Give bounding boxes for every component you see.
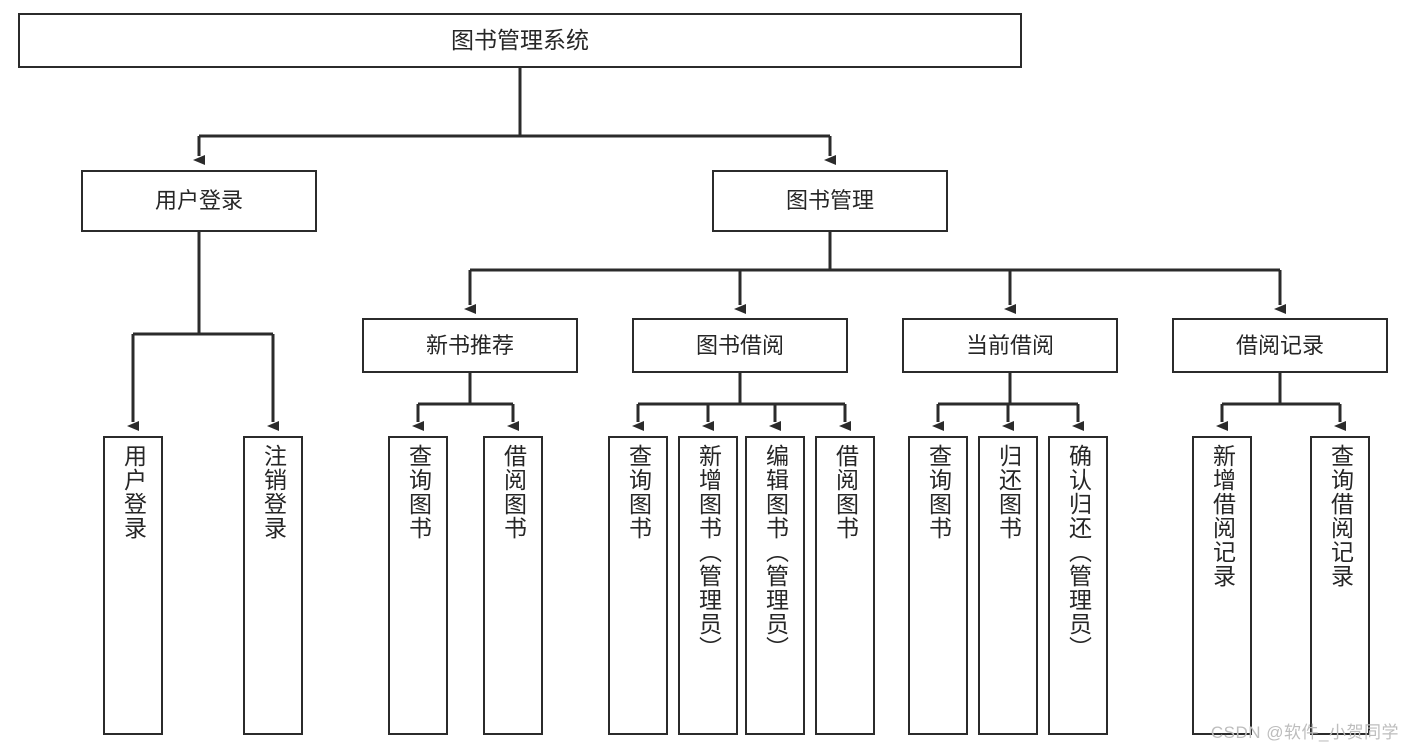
leaf-query-book-current[interactable]: 查询图书	[908, 436, 968, 735]
leaf-query-book-recommend[interactable]: 查询图书	[388, 436, 448, 735]
leaf-return-book[interactable]: 归还图书	[978, 436, 1038, 735]
node-root-system[interactable]: 图书管理系统	[18, 13, 1022, 68]
node-book-management[interactable]: 图书管理	[712, 170, 948, 232]
node-label: 确认归还（管理员）	[1065, 444, 1092, 660]
node-borrow-record[interactable]: 借阅记录	[1172, 318, 1388, 373]
leaf-borrow-book-recommend[interactable]: 借阅图书	[483, 436, 543, 735]
leaf-user-login[interactable]: 用户登录	[103, 436, 163, 735]
leaf-borrow-book[interactable]: 借阅图书	[815, 436, 875, 735]
node-label: 图书管理系统	[451, 26, 589, 53]
leaf-logout-login[interactable]: 注销登录	[243, 436, 303, 735]
leaf-query-book-borrow[interactable]: 查询图书	[608, 436, 668, 735]
node-label: 注销登录	[260, 444, 287, 540]
node-label: 用户登录	[154, 188, 243, 214]
node-label: 新书推荐	[425, 332, 514, 358]
leaf-add-book[interactable]: 新增图书（管理员）	[678, 436, 738, 735]
node-book-borrow[interactable]: 图书借阅	[632, 318, 848, 373]
node-label: 图书借阅	[695, 332, 784, 358]
node-label: 新增图书（管理员）	[695, 444, 722, 660]
node-label: 归还图书	[995, 444, 1022, 540]
node-label: 借阅图书	[500, 444, 527, 540]
node-user-login[interactable]: 用户登录	[81, 170, 317, 232]
node-label: 查询借阅记录	[1327, 444, 1354, 588]
node-label: 新增借阅记录	[1209, 444, 1236, 588]
leaf-confirm-return[interactable]: 确认归还（管理员）	[1048, 436, 1108, 735]
node-label: 借阅记录	[1235, 332, 1324, 358]
node-label: 查询图书	[925, 444, 952, 540]
leaf-query-borrow-record[interactable]: 查询借阅记录	[1310, 436, 1370, 735]
node-label: 编辑图书（管理员）	[762, 444, 789, 660]
node-new-book-recommend[interactable]: 新书推荐	[362, 318, 578, 373]
node-label: 图书管理	[785, 188, 874, 214]
leaf-edit-book[interactable]: 编辑图书（管理员）	[745, 436, 805, 735]
node-label: 当前借阅	[965, 332, 1054, 358]
node-current-borrow[interactable]: 当前借阅	[902, 318, 1118, 373]
node-label: 借阅图书	[832, 444, 859, 540]
leaf-add-borrow-record[interactable]: 新增借阅记录	[1192, 436, 1252, 735]
node-label: 用户登录	[120, 444, 147, 540]
node-label: 查询图书	[625, 444, 652, 540]
node-label: 查询图书	[405, 444, 432, 540]
